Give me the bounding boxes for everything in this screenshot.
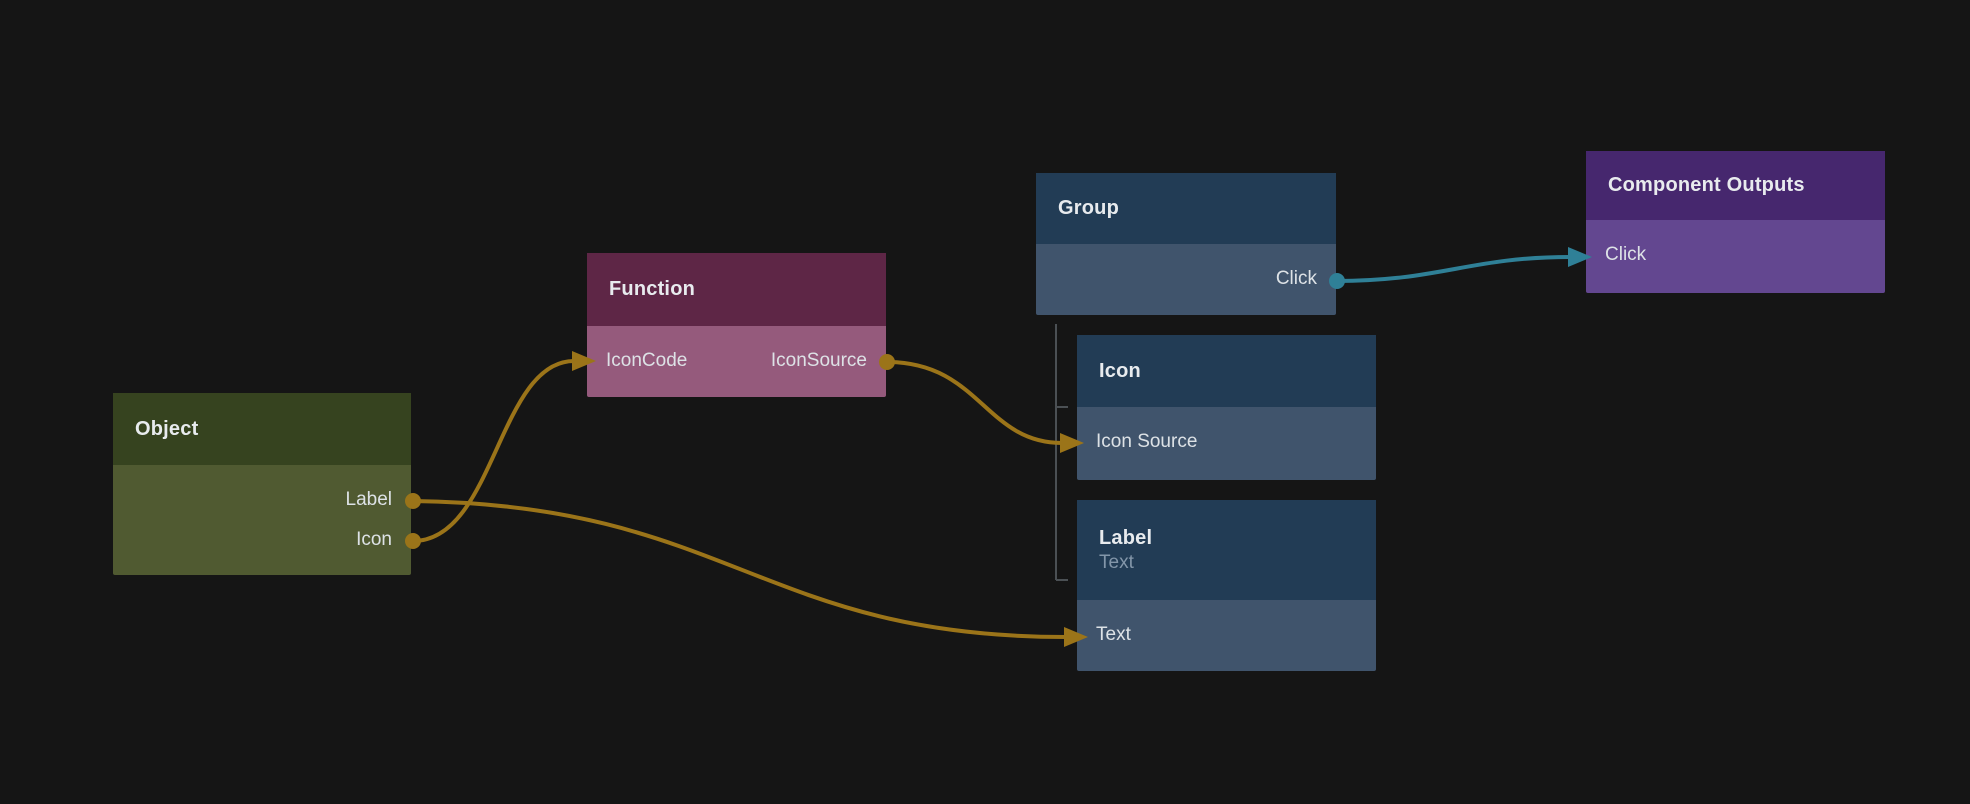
group-children-connector [1055,324,1068,581]
port-label: Icon [356,529,392,550]
node-object-body: Label Icon [113,465,411,575]
port-object-label-output[interactable]: Label [113,480,411,520]
arrowhead-compout-click [1568,247,1592,267]
port-dot-function-iconsource[interactable] [879,354,895,370]
port-label-text-input[interactable]: Text [1077,615,1376,655]
node-group-header[interactable]: Group [1036,173,1336,244]
port-function-iconsource-output[interactable]: IconSource [770,350,867,371]
edge-object-icon-to-function-iconcode[interactable] [412,359,575,543]
node-label[interactable]: Label Text Text [1077,500,1376,671]
port-function-iconcode-input[interactable]: IconCode [606,350,688,371]
node-component-outputs[interactable]: Component Outputs Click [1586,151,1885,293]
node-icon[interactable]: Icon Icon Source [1077,335,1376,480]
edge-group-click-to-component-outputs-click[interactable] [1336,255,1571,283]
port-label: Click [1275,268,1317,289]
node-function-title: Function [609,278,696,300]
node-component-outputs-title: Component Outputs [1608,174,1805,196]
node-object[interactable]: Object Label Icon [113,393,411,575]
arrowhead-function-iconcode [572,351,596,371]
port-icon-iconsource-input[interactable]: Icon Source [1077,422,1376,462]
port-compout-click-input[interactable]: Click [1586,235,1885,275]
node-function[interactable]: Function IconCode IconSource [587,253,886,397]
node-group-body: Click [1036,244,1336,314]
edge-object-label-to-label-text[interactable] [412,499,1067,639]
node-component-outputs-header[interactable]: Component Outputs [1586,151,1885,220]
port-label: Icon Source [1096,431,1198,452]
node-label-header[interactable]: Label Text [1077,500,1376,600]
port-function-row[interactable]: IconCode IconSource [587,341,886,381]
node-object-title: Object [135,417,199,440]
port-group-click-output[interactable]: Click [1036,259,1336,299]
node-function-header[interactable]: Function [587,253,886,326]
node-label-subtitle: Text [1099,551,1134,573]
node-icon-header[interactable]: Icon [1077,335,1376,407]
node-icon-body: Icon Source [1077,407,1376,477]
edge-function-iconsource-to-icon-iconsource[interactable] [886,360,1063,445]
port-label: Label [345,489,393,510]
port-label: Click [1605,244,1647,265]
port-object-icon-output[interactable]: Icon [113,520,411,560]
node-object-header[interactable]: Object [113,393,411,465]
port-dot-object-icon[interactable] [405,533,421,549]
node-group[interactable]: Group Click [1036,173,1336,315]
arrowhead-icon-iconsource [1060,433,1084,453]
node-component-outputs-body: Click [1586,220,1885,290]
node-label-title: Label [1099,526,1153,549]
port-dot-group-click[interactable] [1329,273,1345,289]
node-function-body: IconCode IconSource [587,326,886,396]
node-icon-title: Icon [1099,359,1141,382]
port-label: Text [1096,624,1131,645]
port-dot-object-label[interactable] [405,493,421,509]
node-group-title: Group [1058,197,1119,219]
node-label-body: Text [1077,600,1376,670]
arrowhead-label-text [1064,627,1088,647]
